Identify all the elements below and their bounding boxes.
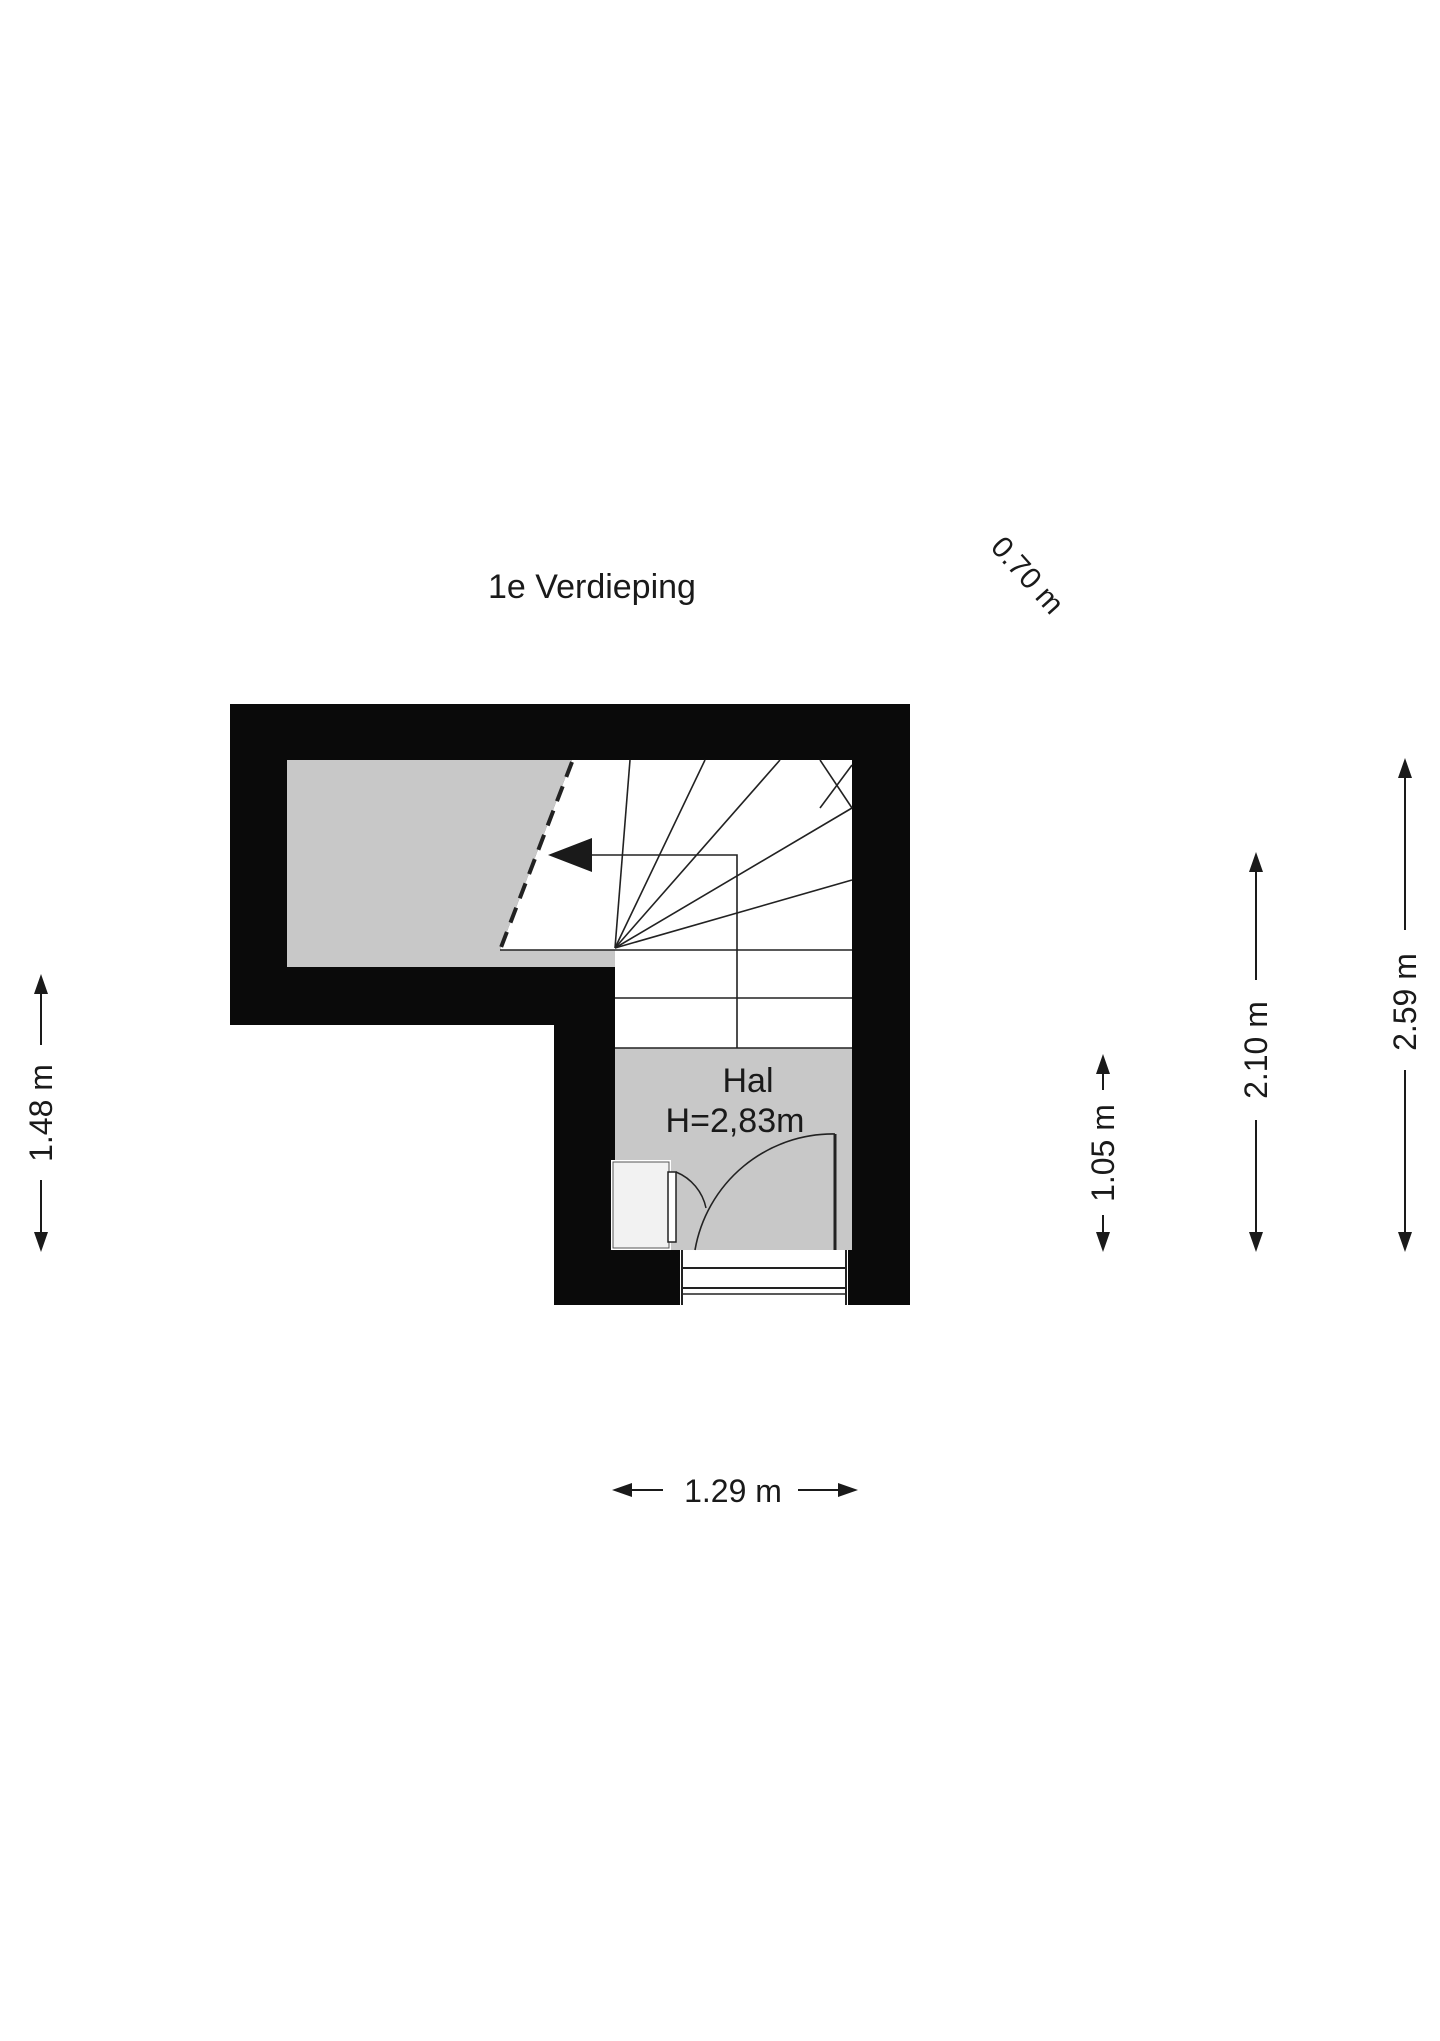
- closet-inner: [612, 1161, 670, 1249]
- stair-tread: [614, 759, 631, 949]
- dimension-right-inner-label: 1.05 m: [1085, 1104, 1121, 1202]
- dimension-right-outer-label: 2.59 m: [1387, 953, 1423, 1051]
- stair-walkline: [590, 854, 738, 1048]
- stair-tread: [614, 759, 781, 949]
- dimension-right-outer: [1398, 758, 1412, 1252]
- stair-corner-mark: [819, 759, 853, 809]
- closet-door: [667, 1171, 707, 1243]
- closet-door-leaf: [667, 1171, 677, 1243]
- dimension-left-label: 1.48 m: [23, 1064, 59, 1162]
- diagonal-dimension-label: 0.70 m: [984, 531, 1070, 621]
- door: [694, 1133, 837, 1251]
- stair-cut-line: [498, 761, 574, 951]
- floor-title: 1e Verdieping: [488, 568, 696, 606]
- staircase: [498, 759, 853, 1049]
- dimension-left: [34, 974, 48, 1252]
- entrance-opening: [680, 1250, 848, 1305]
- room-height: H=2,83m: [666, 1102, 805, 1140]
- dimension-right-middle-label: 2.10 m: [1238, 1001, 1274, 1099]
- stair-corner-mark: [819, 764, 853, 809]
- dimension-bottom-label: 1.29 m: [684, 1473, 782, 1509]
- stair-tread: [614, 879, 853, 949]
- stair-direction-arrow-icon: [548, 838, 592, 872]
- stair-tread: [614, 759, 706, 949]
- landing-floor: [287, 760, 615, 967]
- door-swing-arc: [694, 1133, 836, 1251]
- dimension-right-inner: [1096, 1054, 1110, 1252]
- closet-door-arc: [675, 1171, 707, 1209]
- dimension-right-middle: [1249, 852, 1263, 1252]
- room-name: Hal: [722, 1062, 773, 1100]
- stair-opening: [500, 760, 852, 1048]
- dimension-bottom: [612, 1483, 858, 1497]
- stair-tread: [614, 807, 853, 949]
